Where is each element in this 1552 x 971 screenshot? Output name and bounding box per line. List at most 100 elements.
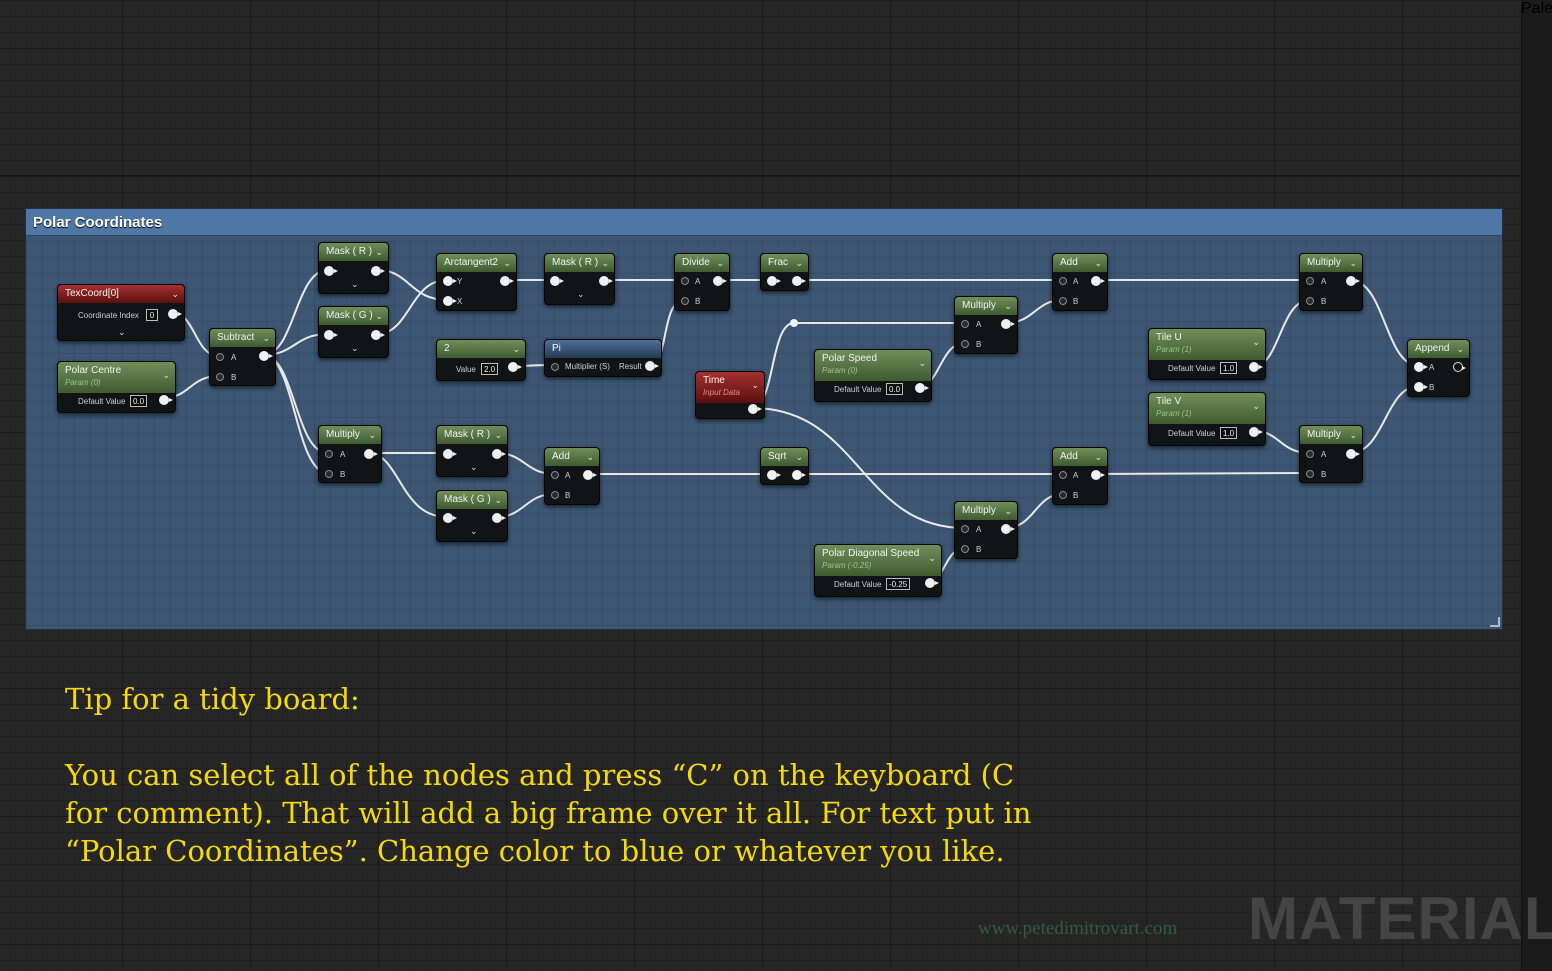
chevron-down-icon[interactable]: ⌄ <box>601 258 609 268</box>
node-header[interactable]: Add⌄ <box>1053 254 1107 272</box>
input-pin[interactable] <box>550 276 564 286</box>
node-mask-r[interactable]: Mask ( R )⌄ ⌄ <box>318 242 389 294</box>
chevron-down-icon[interactable]: ⌄ <box>503 258 511 268</box>
output-pin[interactable] <box>371 330 385 340</box>
output-pin[interactable] <box>1091 276 1105 286</box>
chevron-down-icon[interactable]: ⌄ <box>1004 506 1012 516</box>
output-pin[interactable] <box>364 449 378 459</box>
node-multiply[interactable]: Multiply⌄ A B <box>318 425 382 483</box>
input-pin-a[interactable] <box>681 277 689 285</box>
input-pin-b[interactable] <box>961 340 969 348</box>
node-add[interactable]: Add⌄ A B <box>544 447 600 505</box>
input-pin-a[interactable] <box>1059 277 1067 285</box>
output-pin[interactable] <box>492 513 506 523</box>
input-pin-a[interactable] <box>1306 450 1314 458</box>
node-constant[interactable]: 2⌄ Value 2.0 <box>436 339 526 381</box>
chevron-down-icon[interactable]: ⌄ <box>162 370 170 380</box>
chevron-down-icon[interactable]: ⌄ <box>494 430 502 440</box>
node-pi[interactable]: Pi Multiplier (S) Result <box>544 339 662 377</box>
input-pin-y[interactable] <box>443 276 457 286</box>
input-pin-b[interactable] <box>325 470 333 478</box>
node-header[interactable]: TexCoord[0]⌄ <box>58 285 184 303</box>
output-pin[interactable] <box>159 395 173 405</box>
node-divide[interactable]: Divide⌄ A B <box>674 253 730 311</box>
node-header[interactable]: Add⌄ <box>545 448 599 466</box>
input-pin[interactable] <box>324 330 338 340</box>
input-pin-b[interactable] <box>961 545 969 553</box>
chevron-down-icon[interactable]: ⌄ <box>494 495 502 505</box>
input-pin-b[interactable] <box>1059 491 1067 499</box>
chevron-down-icon[interactable]: ⌄ <box>171 289 179 299</box>
expand-arrow-icon[interactable]: ⌄ <box>351 343 359 353</box>
output-pin[interactable] <box>1249 362 1263 372</box>
input-pin-a[interactable] <box>1414 362 1428 372</box>
side-panel[interactable] <box>1521 0 1552 971</box>
node-multiply-u[interactable]: Multiply⌄ A B <box>1299 253 1363 311</box>
input-pin-a[interactable] <box>961 525 969 533</box>
input-pin-b[interactable] <box>1306 470 1314 478</box>
input-pin-b[interactable] <box>551 491 559 499</box>
input-pin-x[interactable] <box>443 296 457 306</box>
output-pin[interactable] <box>915 383 929 393</box>
value-field[interactable]: 0 <box>146 309 158 321</box>
node-header[interactable]: Multiply⌄ <box>1300 426 1362 444</box>
output-pin[interactable] <box>1091 470 1105 480</box>
output-pin[interactable] <box>1346 276 1360 286</box>
node-header[interactable]: Subtract⌄ <box>210 329 275 347</box>
input-pin[interactable] <box>767 470 781 480</box>
node-header[interactable]: Append⌄ <box>1408 340 1469 358</box>
node-header[interactable]: Multiply⌄ <box>955 502 1017 520</box>
input-pin[interactable] <box>551 363 559 371</box>
chevron-down-icon[interactable]: ⌄ <box>1252 337 1260 347</box>
input-pin-a[interactable] <box>1059 471 1067 479</box>
node-texcoord[interactable]: TexCoord[0]⌄ Coordinate Index 0 ⌄ <box>57 284 185 341</box>
output-pin[interactable] <box>508 362 522 372</box>
output-pin[interactable] <box>713 276 727 286</box>
output-pin[interactable] <box>1001 524 1015 534</box>
chevron-down-icon[interactable]: ⌄ <box>918 358 926 368</box>
node-add[interactable]: Add⌄ A B <box>1052 253 1108 311</box>
output-pin[interactable] <box>792 276 806 286</box>
chevron-down-icon[interactable]: ⌄ <box>1094 258 1102 268</box>
node-header[interactable]: Mask ( G )⌄ <box>319 307 388 325</box>
input-pin[interactable] <box>443 449 457 459</box>
node-header[interactable]: Mask ( G )⌄ <box>437 491 507 509</box>
output-pin[interactable] <box>371 266 385 276</box>
node-header[interactable]: Divide⌄ <box>675 254 729 272</box>
input-pin-b[interactable] <box>216 373 224 381</box>
node-multiply[interactable]: Multiply⌄ A B <box>954 296 1018 354</box>
input-pin-a[interactable] <box>961 320 969 328</box>
node-sqrt[interactable]: Sqrt⌄ <box>760 447 809 485</box>
node-header[interactable]: Multiply⌄ <box>955 297 1017 315</box>
output-pin[interactable] <box>583 470 597 480</box>
output-pin[interactable] <box>259 351 273 361</box>
node-header[interactable]: Mask ( R )⌄ <box>437 426 507 444</box>
expand-arrow-icon[interactable]: ⌄ <box>577 289 585 299</box>
node-mask-r[interactable]: Mask ( R )⌄ ⌄ <box>436 425 508 477</box>
output-pin[interactable] <box>1453 362 1466 372</box>
chevron-down-icon[interactable]: ⌄ <box>512 344 520 354</box>
output-pin[interactable] <box>1001 319 1015 329</box>
input-pin[interactable] <box>443 513 457 523</box>
node-multiply-v[interactable]: Multiply⌄ A B <box>1299 425 1363 483</box>
input-pin-b[interactable] <box>1414 382 1428 392</box>
node-add[interactable]: Add⌄ A B <box>1052 447 1108 505</box>
comment-title[interactable]: Polar Coordinates <box>33 214 163 231</box>
value-field[interactable]: 2.0 <box>481 363 499 375</box>
output-pin[interactable] <box>645 361 659 371</box>
input-pin-a[interactable] <box>1306 277 1314 285</box>
expand-arrow-icon[interactable]: ⌄ <box>470 462 478 472</box>
chevron-down-icon[interactable]: ⌄ <box>375 311 383 321</box>
output-pin[interactable] <box>792 470 806 480</box>
node-mask-g[interactable]: Mask ( G )⌄ ⌄ <box>318 306 389 358</box>
chevron-down-icon[interactable]: ⌄ <box>586 452 594 462</box>
chevron-down-icon[interactable]: ⌄ <box>1349 430 1357 440</box>
input-pin-a[interactable] <box>325 450 333 458</box>
node-header[interactable]: Frac⌄ <box>761 254 808 272</box>
